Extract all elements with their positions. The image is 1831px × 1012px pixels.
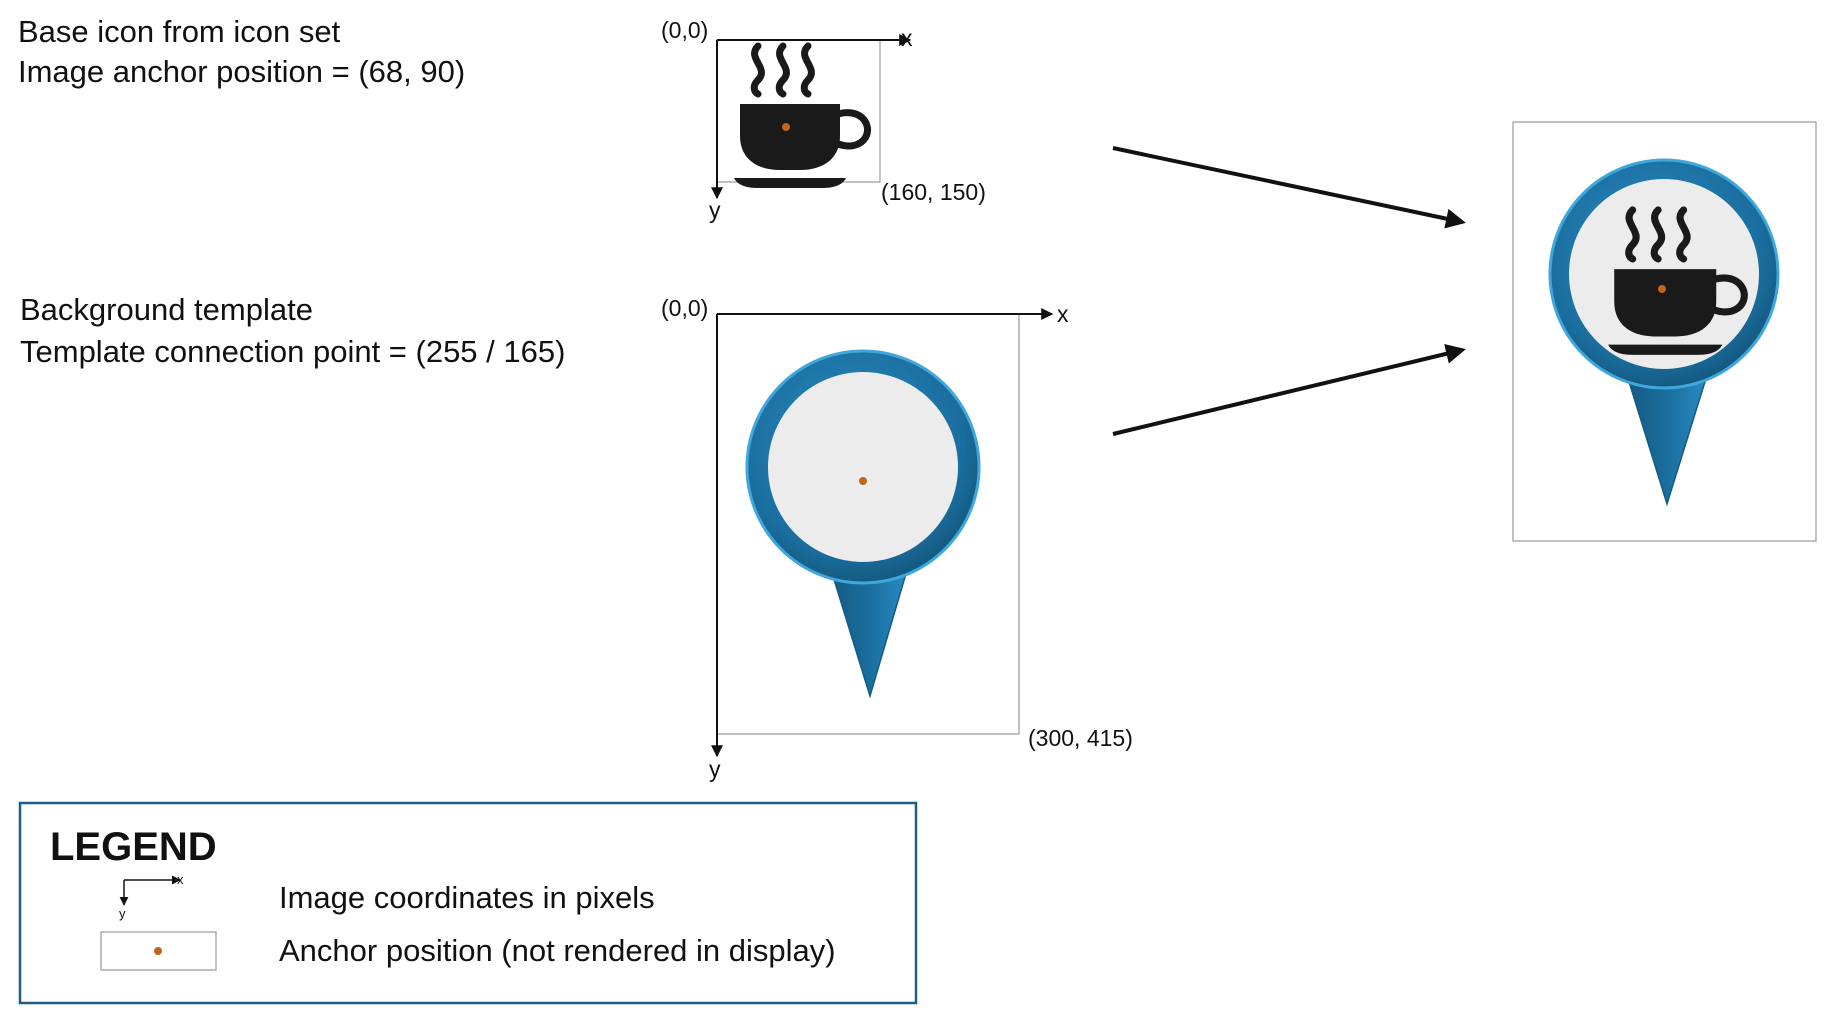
legend-title: LEGEND (50, 825, 217, 869)
template-y-label: y (709, 756, 721, 782)
legend-anchor-swatch (100, 931, 217, 971)
legend-y-label: y (119, 906, 126, 921)
icon-y-label: y (709, 197, 721, 223)
template-coordinate-frame: (0,0) x y (300, 415) (661, 295, 1133, 782)
legend-x-label: x (177, 872, 184, 887)
icon-section-title: Base icon from icon set (18, 14, 341, 49)
template-origin-label: (0,0) (661, 295, 708, 321)
template-section-subtitle: Template connection point = (255 / 165) (20, 334, 565, 369)
icon-anchor-dot (782, 123, 790, 131)
template-x-label: x (1057, 301, 1069, 327)
legend-item-anchor: Anchor position (not rendered in display… (279, 933, 836, 968)
template-corner-label: (300, 415) (1028, 725, 1133, 751)
arrow-icon-to-result (1112, 146, 1466, 229)
template-section-title: Background template (20, 292, 313, 327)
result-composite (1512, 121, 1817, 542)
legend: LEGEND x y Image coordinates in pixels A… (18, 801, 918, 1005)
template-anchor-dot (859, 477, 867, 485)
arrow-template-to-result (1112, 344, 1466, 436)
icon-section-subtitle: Image anchor position = (68, 90) (18, 54, 465, 89)
legend-axes-icon: x y (119, 872, 184, 921)
icon-corner-label: (160, 150) (881, 179, 986, 205)
icon-x-label: x (901, 25, 913, 51)
pin-inner-circle (768, 372, 958, 562)
map-pin-icon (745, 349, 981, 699)
result-anchor-dot (1658, 285, 1666, 293)
legend-item-coordinates: Image coordinates in pixels (279, 880, 655, 915)
icon-origin-label: (0,0) (661, 17, 708, 43)
icon-coordinate-frame: (0,0) x y (160, 150) (661, 17, 986, 223)
